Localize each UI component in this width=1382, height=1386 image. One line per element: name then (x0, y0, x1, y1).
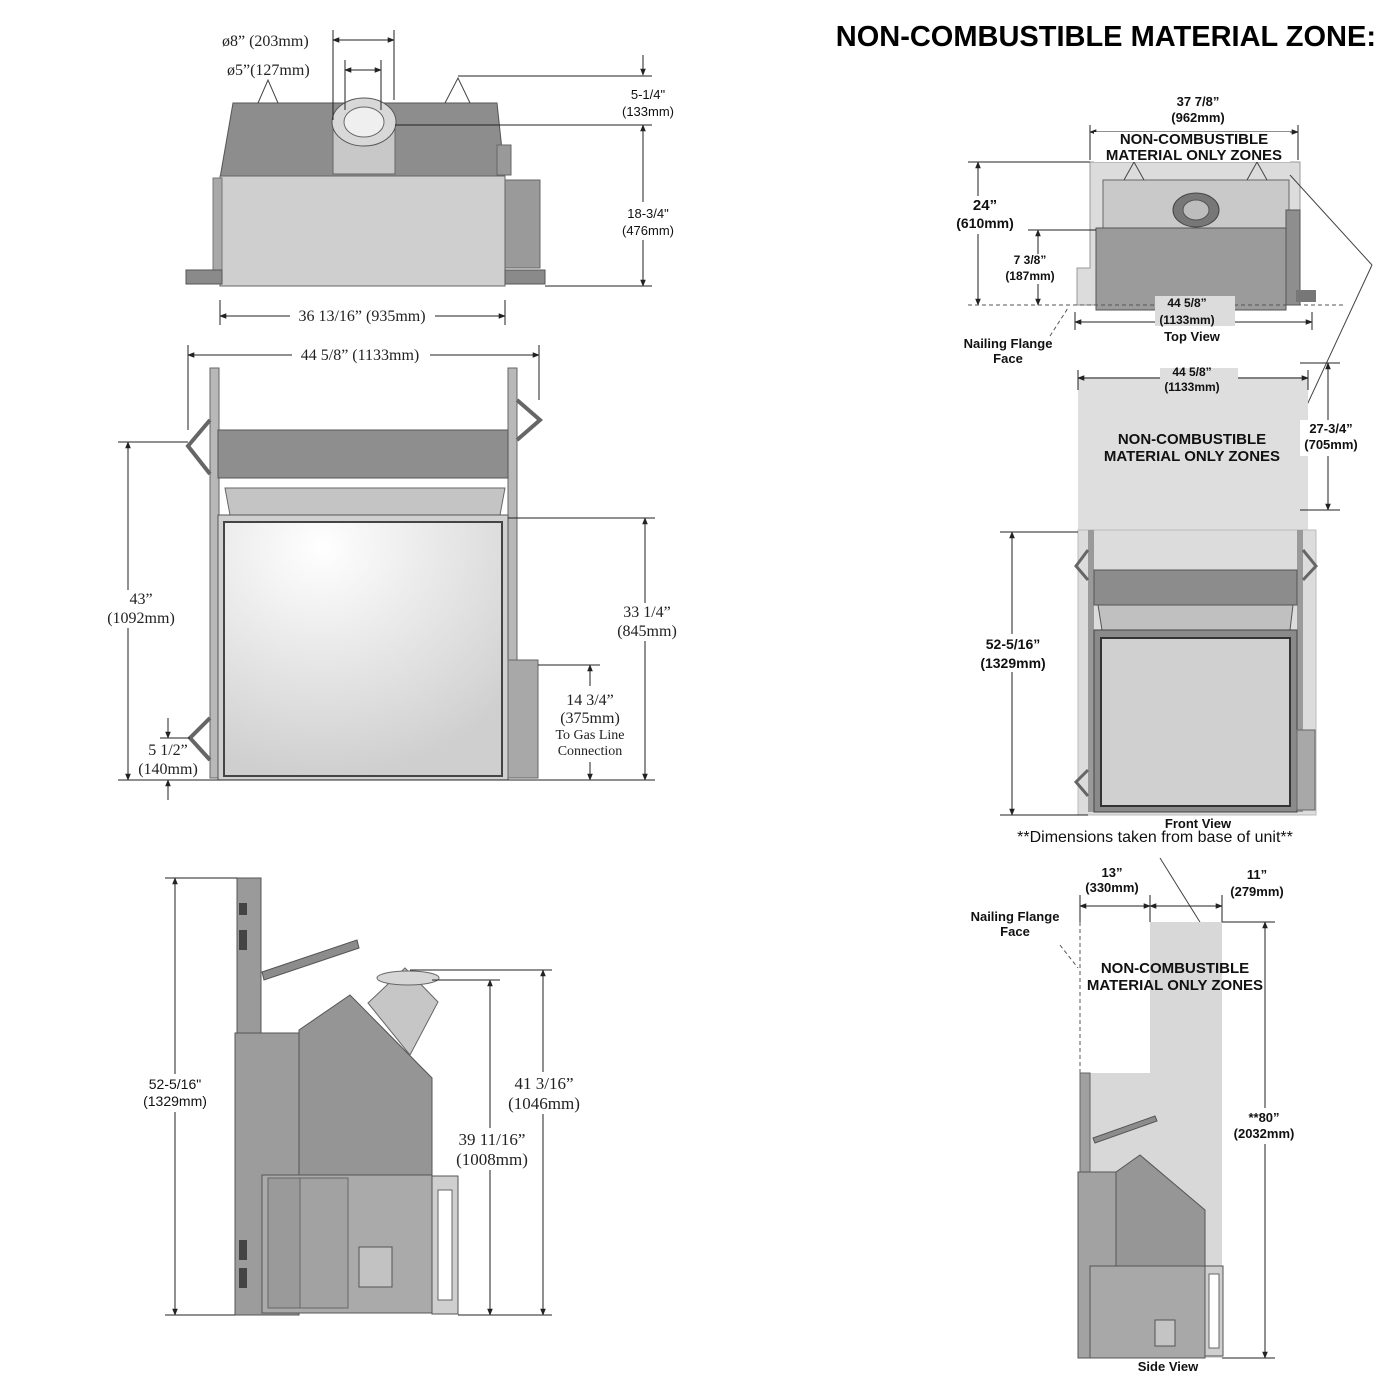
right-front-clearance-metric-label: (705mm) (1304, 437, 1357, 452)
top-height-metric-label: (133mm) (622, 104, 674, 119)
dimensions-note: **Dimensions taken from base of unit** (1017, 829, 1293, 846)
right-front-width-label: 44 5/8” (1172, 365, 1211, 379)
right-side-zone-label-2: MATERIAL ONLY ZONES (1087, 977, 1263, 994)
right-side-front-clearance-metric-label: (330mm) (1085, 880, 1138, 895)
right-front-clearance-label: 27-3/4” (1309, 421, 1352, 436)
right-side-front-clearance-label: 13” (1102, 865, 1123, 880)
right-top-zone-label-1: NON-COMBUSTIBLE (1120, 131, 1268, 148)
right-top-width-label: 37 7/8” (1177, 94, 1220, 109)
top-view-drawing (185, 97, 546, 287)
right-top-base-width-label: 44 5/8” (1167, 296, 1206, 310)
gas-line-note-2: Connection (558, 744, 623, 759)
top-width-label: 36 13/16” (935mm) (298, 308, 425, 325)
right-top-depth-label: 24” (973, 197, 997, 214)
side-height-metric-label: (1329mm) (143, 1093, 207, 1109)
right-side-depth-metric-label: (279mm) (1230, 884, 1283, 899)
opening-height-metric-label: (845mm) (617, 623, 677, 640)
right-side-zone-label-1: NON-COMBUSTIBLE (1101, 960, 1249, 977)
gas-line-note-1: To Gas Line (555, 728, 624, 743)
right-front-caption: Front View (1165, 816, 1232, 831)
right-side-depth-label: 11” (1247, 867, 1267, 882)
right-front-zone-label-1: NON-COMBUSTIBLE (1118, 431, 1266, 448)
flue-collar-height-metric-label: (1008mm) (456, 1150, 528, 1169)
right-top-inset-label: 7 3/8” (1014, 253, 1047, 267)
top-view-dimensions (219, 30, 652, 325)
right-front-height-label: 52-5/16” (986, 636, 1040, 652)
right-side-caption: Side View (1138, 1359, 1199, 1374)
right-front-zone-label-2: MATERIAL ONLY ZONES (1104, 448, 1280, 465)
right-top-depth-metric-label: (610mm) (956, 215, 1014, 231)
right-top-flange-label-2: Face (993, 351, 1023, 366)
flue-top-height-metric-label: (1046mm) (508, 1094, 580, 1113)
front-width-label: 44 5/8” (1133mm) (301, 347, 420, 364)
right-side-flange-label-2: Face (1000, 924, 1030, 939)
gas-line-height-label: 14 3/4” (566, 692, 614, 709)
right-front-width-metric-label: (1133mm) (1164, 380, 1219, 394)
right-top-view-drawing (1076, 161, 1316, 311)
right-top-width-metric-label: (962mm) (1171, 110, 1224, 125)
right-front-view-drawing (1073, 377, 1318, 816)
right-side-view-drawing (1077, 922, 1224, 1359)
right-side-flange-label-1: Nailing Flange (971, 909, 1060, 924)
opening-height-label: 33 1/4” (623, 604, 671, 621)
flue-outer-diameter-label: ø8” (203mm) (222, 33, 309, 50)
right-top-base-width-metric-label: (1133mm) (1159, 313, 1214, 327)
right-top-zone-label-2: MATERIAL ONLY ZONES (1106, 147, 1282, 164)
right-side-height-label: **80” (1248, 1110, 1279, 1125)
gas-line-height-metric-label: (375mm) (560, 710, 620, 727)
top-height-label: 5-1/4" (631, 87, 666, 102)
section-heading: NON-COMBUSTIBLE MATERIAL ZONE: (836, 21, 1376, 53)
flue-inner-diameter-label: ø5”(127mm) (227, 62, 310, 79)
bracket-height-label: 5 1/2” (148, 742, 188, 759)
right-top-flange-label-1: Nailing Flange (964, 336, 1053, 351)
body-height-metric-label: (476mm) (622, 223, 674, 238)
flue-collar-height-label: 39 11/16” (459, 1130, 526, 1149)
flue-top-height-label: 41 3/16” (514, 1074, 573, 1093)
body-height-label: 18-3/4" (627, 206, 669, 221)
right-side-height-metric-label: (2032mm) (1234, 1126, 1295, 1141)
right-top-inset-metric-label: (187mm) (1005, 269, 1054, 283)
front-height-43-label: 43” (129, 591, 152, 608)
bracket-height-metric-label: (140mm) (138, 761, 198, 778)
front-view-drawing (185, 367, 544, 781)
right-top-caption: Top View (1164, 329, 1221, 344)
right-front-height-metric-label: (1329mm) (980, 655, 1045, 671)
front-height-43-metric-label: (1092mm) (107, 610, 175, 627)
side-height-label: 52-5/16" (149, 1076, 201, 1092)
side-view-drawing (234, 877, 459, 1316)
